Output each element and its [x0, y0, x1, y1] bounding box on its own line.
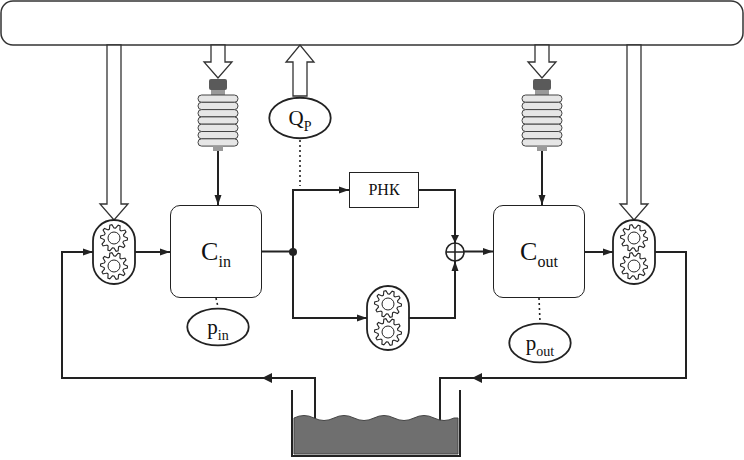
symbol-letter: Q: [289, 106, 304, 130]
tank-liquid: [294, 416, 458, 455]
measure-line: [299, 140, 301, 186]
solenoid-actuator: [522, 79, 562, 151]
subscript: out: [536, 344, 554, 359]
chamber-box: Cout: [493, 205, 585, 298]
control-unit-band: [1, 1, 743, 45]
node-label: Cout: [520, 239, 558, 265]
sensor-outline: [269, 98, 330, 138]
solenoid-coil: [522, 139, 562, 146]
solenoid-coil: [198, 124, 238, 131]
flow-connector: [262, 190, 349, 252]
solenoid-coil: [198, 102, 238, 109]
solenoid-coil: [522, 124, 562, 131]
gear: [101, 253, 128, 280]
solenoid-coil: [522, 117, 562, 124]
pressure-sensor: pout: [508, 322, 572, 364]
solenoid-stem: [213, 146, 223, 151]
gear-hub: [628, 260, 640, 272]
actuator-line: [217, 151, 219, 205]
solenoid-cap: [533, 79, 551, 90]
gear: [375, 319, 402, 346]
solenoid-neck: [211, 90, 225, 95]
gear-hub: [108, 232, 120, 244]
summing-junction: [446, 243, 464, 261]
gear-hub: [108, 260, 120, 272]
node-label: Cin: [201, 239, 231, 265]
solenoid-coil: [198, 117, 238, 124]
symbol-letter: p: [526, 331, 537, 355]
chamber-box: Cin: [170, 205, 262, 298]
flow-line: [135, 251, 170, 253]
symbol-letter: C: [520, 237, 537, 266]
gear-hub: [382, 326, 394, 338]
sensor-outline: [187, 309, 248, 346]
solenoid-actuator: [198, 79, 238, 151]
signal-arrow: [204, 45, 232, 78]
node-label: pin: [207, 317, 228, 338]
actuator-line: [541, 151, 543, 205]
solenoid-cap: [209, 79, 227, 90]
node-label: РНК: [368, 182, 399, 198]
gear-pump: [367, 286, 409, 350]
pump-housing: [93, 220, 135, 284]
subscript: in: [218, 253, 230, 270]
gear-pump: [613, 220, 655, 284]
pump-housing: [367, 286, 409, 350]
sensor-outline: [509, 324, 570, 363]
junction-dot: [289, 248, 297, 256]
node-label: pout: [526, 333, 554, 354]
subscript: out: [537, 253, 557, 270]
signal-arrow: [528, 45, 556, 78]
signal-arrow: [100, 45, 128, 220]
gear-hub: [382, 298, 394, 310]
gear: [101, 225, 128, 252]
solenoid-coil: [522, 95, 562, 102]
symbol-letter: p: [207, 315, 218, 339]
flow-arrowhead: [451, 235, 459, 243]
flow-arrowhead: [472, 373, 482, 383]
solenoid-coil: [522, 110, 562, 117]
gear-hub: [628, 232, 640, 244]
pressure-sensor: pin: [186, 307, 250, 347]
flow-sensor: QP: [268, 96, 332, 140]
subscript: in: [218, 328, 229, 343]
subscript: P: [304, 119, 312, 134]
symbol-letter: C: [201, 237, 218, 266]
pump-housing: [613, 220, 655, 284]
node-label: QP: [289, 108, 312, 129]
solenoid-coil: [198, 139, 238, 146]
gear: [621, 253, 648, 280]
flow-line: [409, 261, 455, 318]
symbol-letter: РНК: [368, 181, 399, 198]
sensor-link: [539, 298, 540, 322]
gear: [375, 291, 402, 318]
gear-pump: [93, 220, 135, 284]
flow-line: [585, 251, 613, 253]
solenoid-coil: [198, 132, 238, 139]
flow-line: [293, 252, 367, 318]
tank: [292, 390, 460, 456]
sensor-link: [216, 298, 218, 307]
solenoid-coil: [522, 102, 562, 109]
solenoid-coil: [198, 95, 238, 102]
signal-arrow: [286, 45, 314, 96]
solenoid-stem: [537, 146, 547, 151]
valve-box: РНК: [349, 172, 419, 208]
solenoid-neck: [535, 90, 549, 95]
signal-arrow: [620, 45, 648, 220]
flow-arrowhead: [262, 373, 272, 383]
solenoid-coil: [198, 110, 238, 117]
gear: [621, 225, 648, 252]
solenoid-coil: [522, 132, 562, 139]
